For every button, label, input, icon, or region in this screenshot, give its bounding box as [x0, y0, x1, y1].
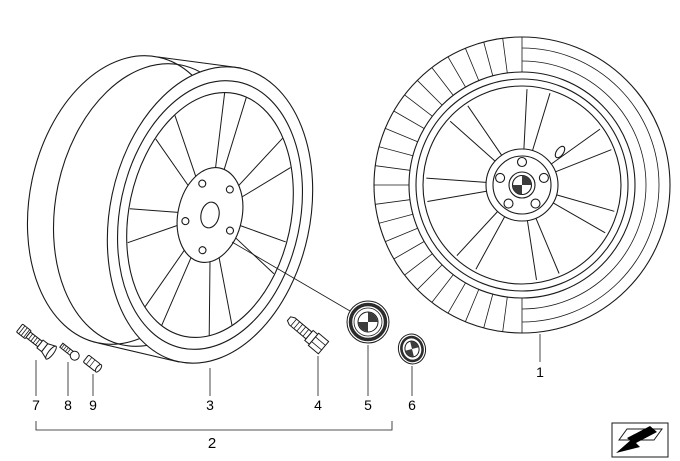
rim-bolt-hole [198, 179, 207, 188]
callout-4[interactable]: 4 [314, 397, 322, 413]
wheel-with-tyre-drawing [373, 36, 671, 334]
rim-bolt-hole [225, 185, 234, 194]
bolt-axis-line [231, 241, 351, 312]
hub-cap-drawing [346, 300, 390, 344]
wheel-bolt-drawing [286, 316, 330, 355]
wheel-hub [485, 148, 559, 222]
leader-lines [35, 334, 541, 431]
diagram-nav-arrow-icon [616, 426, 663, 453]
rim-center-bore [200, 201, 220, 229]
wheel-bolt-hole [495, 172, 506, 183]
callout-9[interactable]: 9 [89, 397, 97, 413]
wheel-hub-inner [492, 155, 552, 215]
bmw-emblem-drawing [397, 333, 427, 365]
valve-screw-drawing [59, 342, 80, 361]
rim-hub [176, 167, 244, 263]
wheel-bolt-hole [538, 172, 549, 183]
thumbnail-nav-button[interactable] [611, 422, 669, 458]
rim-spoke-bed [126, 91, 294, 339]
callout-6[interactable]: 6 [408, 397, 416, 413]
callout-5[interactable]: 5 [364, 397, 372, 413]
wheel-rim-edge [422, 85, 622, 285]
wheel-bolt-hole [516, 156, 528, 168]
rim-bolt-hole [181, 217, 190, 226]
bmw-roundel-icon [405, 341, 419, 357]
bmw-roundel-icon [508, 171, 536, 199]
callout-2[interactable]: 2 [208, 435, 216, 452]
rim-spokes [127, 92, 291, 336]
rim-face-outer [106, 66, 314, 364]
tyre-tread-circumference-grooves [521, 47, 660, 323]
rim-face-lip [116, 80, 304, 350]
callout-3[interactable]: 3 [206, 397, 214, 413]
bmw-roundel-icon [358, 312, 378, 332]
alloy-rim-drawing [26, 55, 314, 364]
wheel-rim-flange [415, 78, 629, 292]
valve-detail [554, 145, 566, 159]
callout-7[interactable]: 7 [32, 397, 40, 413]
wheel-bolt-hole [530, 198, 541, 209]
group-bracket [35, 421, 393, 431]
valve-stem-drawing [16, 323, 57, 360]
callout-1[interactable]: 1 [536, 364, 544, 380]
valve-cap-drawing [83, 355, 103, 373]
callout-8[interactable]: 8 [64, 397, 72, 413]
rim-bolt-hole [225, 226, 235, 235]
wheel-bolt-hole [503, 198, 514, 209]
rim-bolt-hole [198, 246, 207, 255]
tyre-tread-grooves [374, 37, 523, 333]
wheel-spokes [426, 89, 615, 280]
